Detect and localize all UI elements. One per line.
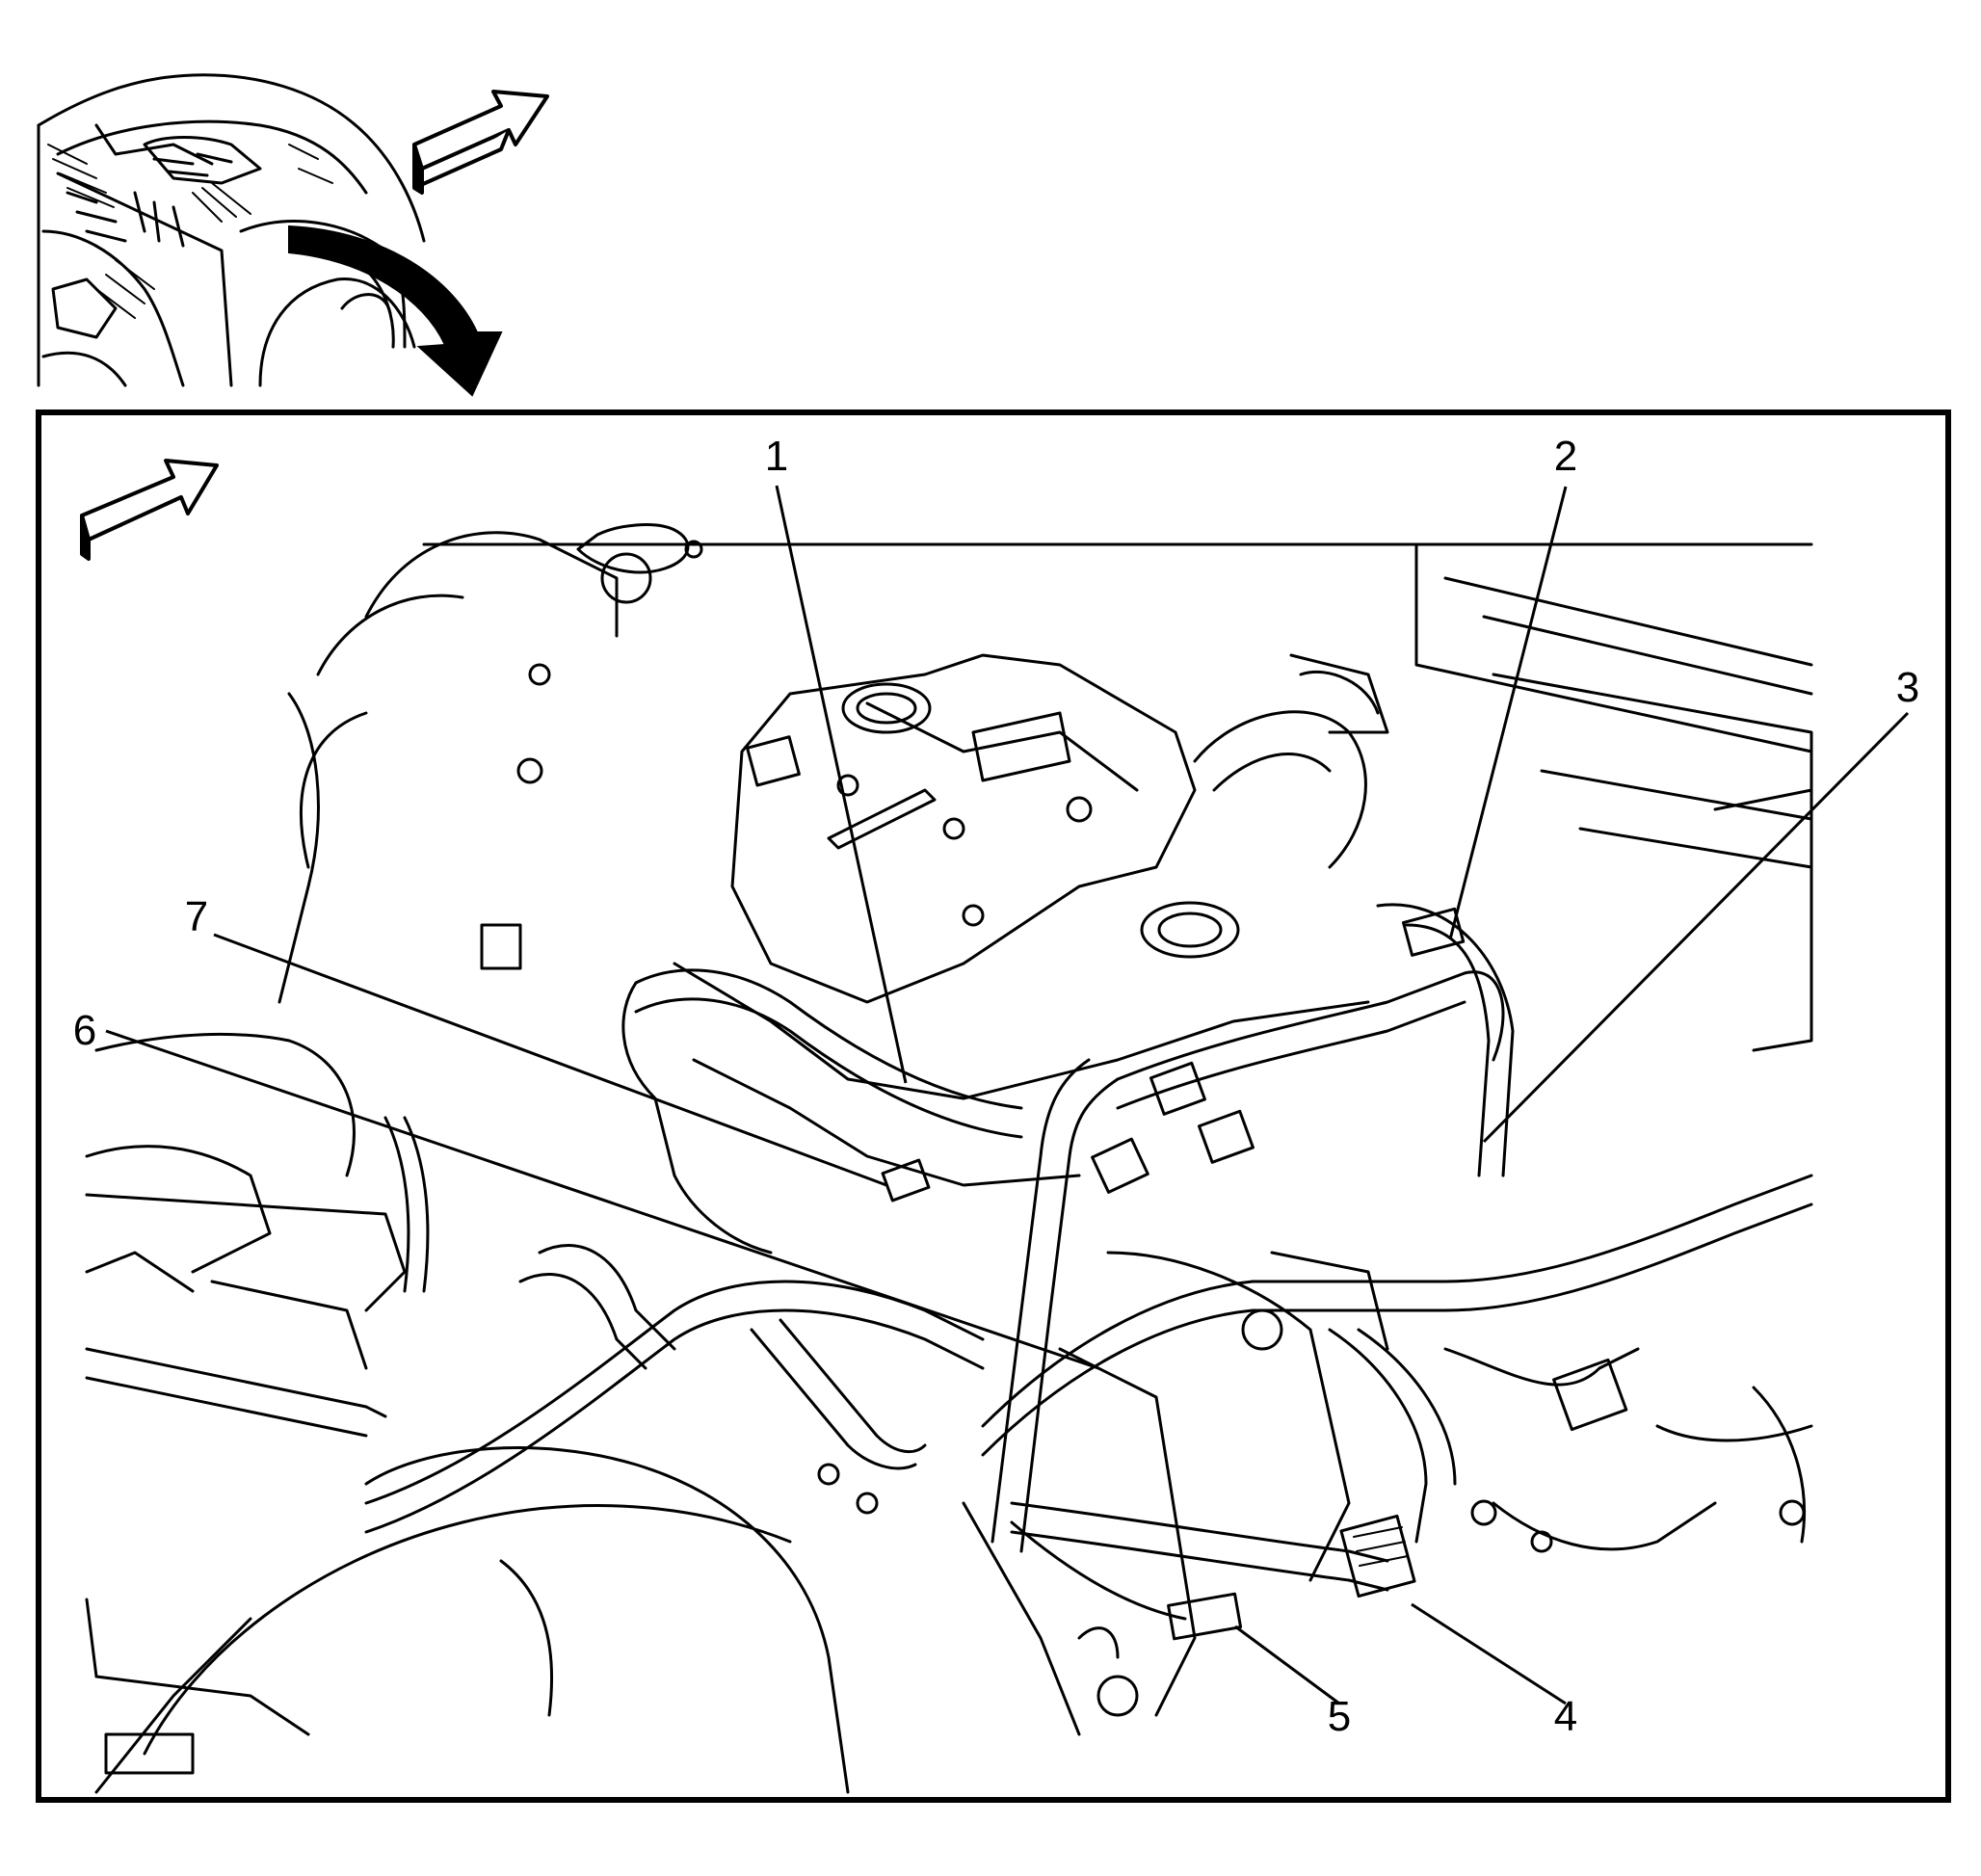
leader-line-3: [1482, 711, 1910, 1144]
callout-7: 7: [184, 893, 209, 940]
leader-line-2: [1448, 486, 1568, 940]
wiring-harness-linework-icon: [364, 735, 1813, 1641]
zoom-in-curved-arrow-icon: [288, 225, 503, 397]
leader-line-6: [105, 1029, 1099, 1370]
callout-4: 4: [1553, 1693, 1578, 1740]
vehicle-front-overview-icon: [37, 73, 426, 387]
forward-direction-arrow-icon: [80, 459, 219, 561]
callout-2: 2: [1553, 433, 1578, 480]
callout-6: 6: [72, 1007, 97, 1054]
leader-line-4: [1411, 1602, 1567, 1705]
leader-line-7: [213, 933, 887, 1187]
engine-assembly-linework-icon: [85, 523, 1813, 1794]
callout-1: 1: [764, 433, 789, 480]
forward-direction-arrow-icon: [412, 90, 549, 195]
callout-leader-lines: [105, 485, 1910, 1705]
leader-line-1: [775, 485, 908, 1084]
callout-5: 5: [1327, 1693, 1352, 1740]
callout-3: 3: [1895, 664, 1920, 711]
leader-line-5: [1234, 1625, 1340, 1705]
